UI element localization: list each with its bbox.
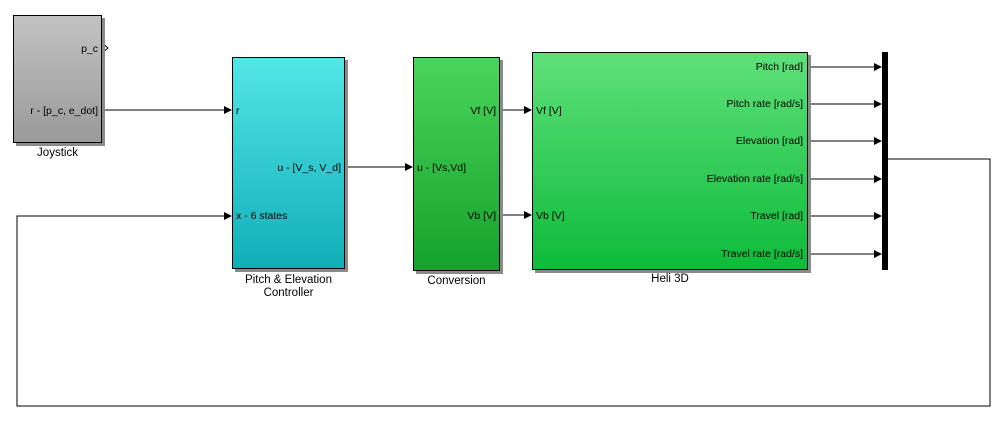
- heli3d-caption: Heli 3D: [651, 273, 689, 285]
- controller-port-r: r: [236, 105, 240, 117]
- joystick-port-r: r - [p_c, e_dot]: [30, 105, 98, 117]
- heli3d-block[interactable]: Vf [V] Vb [V] Pitch [rad] Pitch rate [ra…: [532, 52, 808, 270]
- controller-caption: Pitch & Elevation Controller: [210, 274, 367, 300]
- controller-port-x: x - 6 states: [236, 210, 288, 222]
- heli3d-port-output-4: Elevation rate [rad/s]: [706, 173, 803, 185]
- heli3d-port-vb: Vb [V]: [536, 210, 565, 222]
- joystick-caption: Joystick: [37, 147, 78, 159]
- port-arrow-p_c: [101, 42, 109, 54]
- joystick-port-p_c: p_c: [81, 43, 98, 55]
- heli3d-port-output-2: Pitch rate [rad/s]: [726, 98, 803, 110]
- heli3d-port-output-6: Travel rate [rad/s]: [721, 248, 803, 260]
- conversion-port-vb: Vb [V]: [467, 210, 496, 222]
- controller-caption-line1: Pitch & Elevation: [245, 274, 332, 286]
- heli3d-port-output-3: Elevation [rad]: [735, 135, 803, 147]
- conversion-port-vf: Vf [V]: [470, 105, 496, 117]
- heli3d-port-output-1: Pitch [rad]: [755, 61, 803, 73]
- controller-block[interactable]: r u - [V_s, V_d] x - 6 states: [232, 57, 345, 269]
- mux-block[interactable]: [882, 52, 888, 270]
- wire-feedback[interactable]: [16, 158, 991, 407]
- heli3d-port-output-5: Travel [rad]: [750, 210, 803, 222]
- controller-caption-line2: Controller: [263, 287, 314, 299]
- conversion-caption: Conversion: [427, 275, 486, 287]
- heli3d-port-vf: Vf [V]: [536, 105, 562, 117]
- conversion-block[interactable]: u - [Vs,Vd] Vf [V] Vb [V]: [413, 57, 500, 271]
- conversion-port-u: u - [Vs,Vd]: [417, 162, 467, 174]
- joystick-block[interactable]: p_c r - [p_c, e_dot]: [13, 15, 102, 143]
- controller-port-u: u - [V_s, V_d]: [277, 162, 341, 174]
